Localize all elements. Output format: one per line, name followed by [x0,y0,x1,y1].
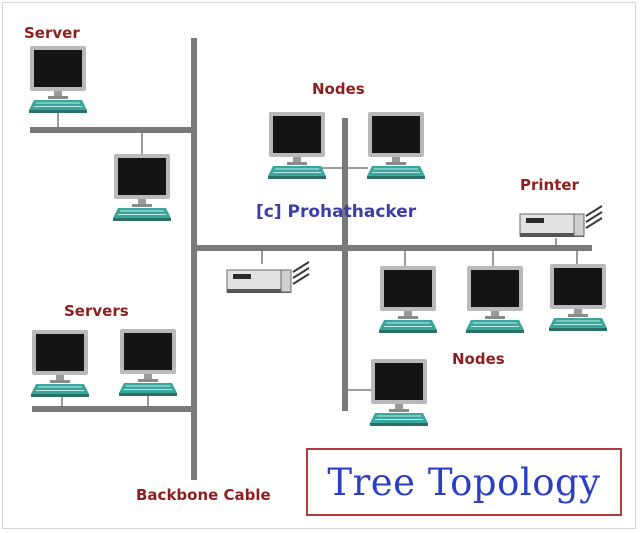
node-computer-icon [548,263,608,332]
server-label: Server [24,24,80,42]
diagram-frame [2,2,636,529]
watermark-text: [c] Prohathacker [256,202,417,222]
servers-label: Servers [64,302,129,320]
nodes-branch-cable [342,118,348,411]
backbone-cable [191,38,197,480]
node-computer-icon [369,358,429,427]
server-computer-icon [28,45,88,114]
node-computer-icon [378,265,438,334]
diagram-title: Tree Topology [327,460,601,504]
backbone-cable-label: Backbone Cable [136,486,271,504]
node-computer-icon [366,111,426,180]
nodes-label-bottom: Nodes [452,350,505,368]
server-branch-cable [30,127,194,133]
node-computer-icon [267,111,327,180]
printer-label: Printer [520,176,579,194]
title-box: Tree Topology [306,448,622,516]
servers-branch-cable [32,406,194,412]
cables [30,38,592,480]
printer-icon [519,205,603,238]
server-computer-icon [118,328,178,397]
node-computer-icon [465,265,525,334]
node-computer-icon [112,153,172,222]
nodes-label-top: Nodes [312,80,365,98]
middle-branch-cable [194,245,592,251]
server-computer-icon [30,329,90,398]
printer-icon [226,261,310,294]
